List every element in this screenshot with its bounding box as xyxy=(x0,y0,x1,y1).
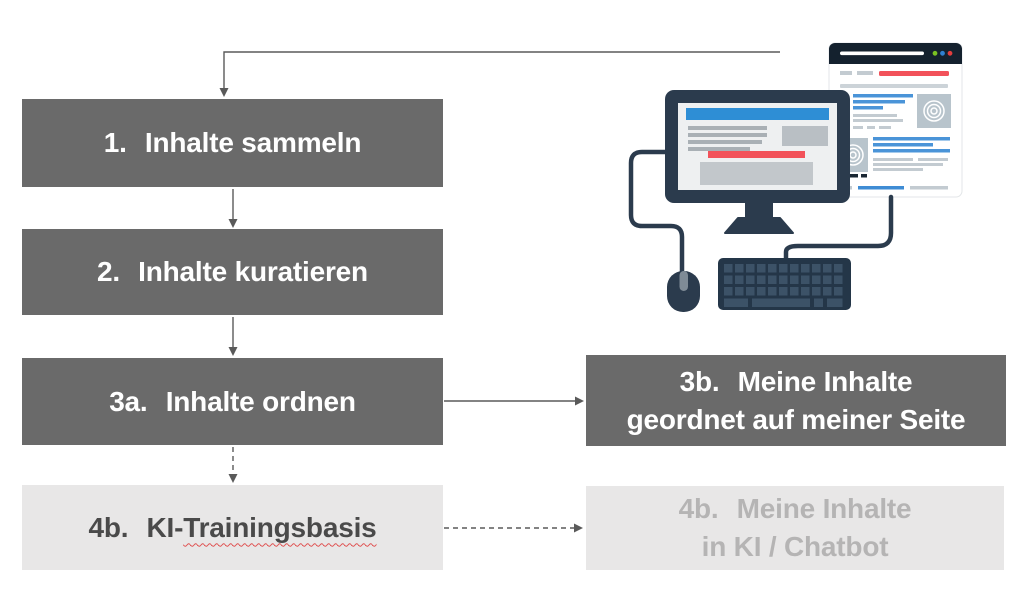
window-dot-green xyxy=(932,50,938,56)
step-number: 2. xyxy=(97,256,120,287)
step-number: 4b. xyxy=(678,493,719,524)
step-label: KI-Trainingsbasis xyxy=(146,511,377,543)
mouse-icon xyxy=(667,271,700,312)
arrow-step3a-step4b-dashed xyxy=(228,447,238,483)
arrow-step4b-step4b-dashed xyxy=(444,523,583,533)
step-label: Inhalte ordnen xyxy=(165,385,356,417)
monitor-stand xyxy=(745,202,773,220)
step-label: Inhalte sammeln xyxy=(144,127,362,158)
window-dot-red xyxy=(947,50,953,56)
window-dot-blue xyxy=(940,50,945,56)
step-number: 4b. xyxy=(88,511,129,543)
spacebar-key xyxy=(752,298,810,307)
step-label: 4b.Meine Inhalte in KI / Chatbot xyxy=(678,493,912,562)
keyboard-cable xyxy=(783,194,894,263)
step-box-3b-meine-inhalte-geordnet: 3b.Meine Inhalte geordnet auf meiner Sei… xyxy=(586,355,1006,446)
keyboard-icon xyxy=(718,258,851,310)
step-box-4b-meine-inhalte-ki-chatbot: 4b.Meine Inhalte in KI / Chatbot xyxy=(586,486,1004,570)
monitor-icon xyxy=(665,90,850,234)
step-box-3a-inhalte-ordnen: 3a. Inhalte ordnen xyxy=(22,358,443,445)
step-label: Inhalte kuratieren xyxy=(138,256,368,287)
step-box-4b-ki-trainingsbasis: 4b. KI-Trainingsbasis xyxy=(22,485,443,570)
mouse-cable xyxy=(628,149,685,274)
spellcheck-underlined-word: Trainingsbasis xyxy=(183,511,377,543)
arrow-step3a-step3b xyxy=(444,396,584,406)
screen-header-bar xyxy=(686,108,829,120)
step-box-2-inhalte-kuratieren: 2. Inhalte kuratieren xyxy=(22,229,443,315)
step-number: 1. xyxy=(103,127,127,158)
mouse-scroll-wheel xyxy=(679,271,688,291)
url-bar xyxy=(840,51,924,56)
arrow-step2-step3a xyxy=(228,317,238,356)
arrow-step1-step2 xyxy=(228,189,238,228)
step-number: 3a. xyxy=(109,385,148,417)
screen-red-bar xyxy=(708,151,805,158)
step-box-1-inhalte-sammeln: 1. Inhalte sammeln xyxy=(22,99,443,187)
step-label: 3b.Meine Inhalte geordnet auf meiner Sei… xyxy=(626,365,966,435)
arrow-loopback-to-step1 xyxy=(219,51,780,97)
target-image-right xyxy=(917,94,951,128)
step-number: 3b. xyxy=(679,365,720,397)
